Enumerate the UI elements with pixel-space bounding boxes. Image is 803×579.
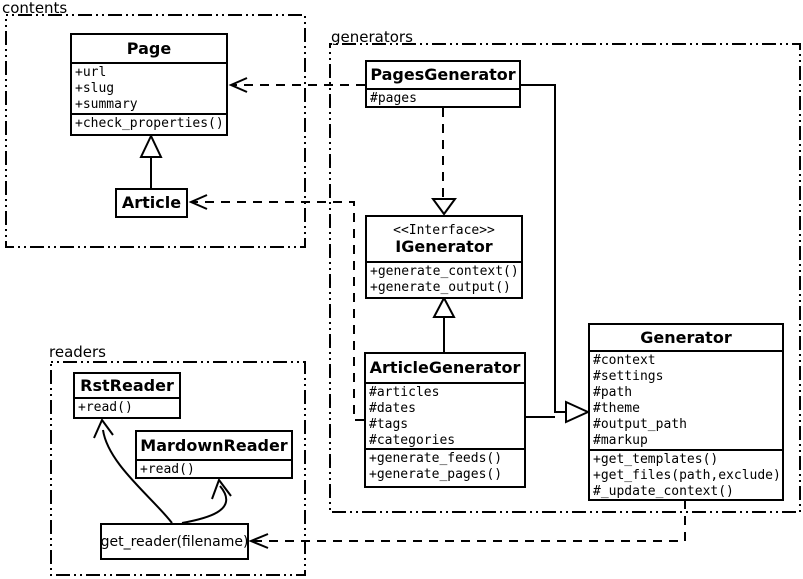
attribute: #settings [593, 369, 664, 384]
method: +read() [140, 462, 195, 477]
class-articlegenerator-attributes: #articles #dates #tags #categories [366, 382, 524, 448]
method: +generate_context() [370, 264, 519, 279]
method: +get_templates() [593, 452, 719, 467]
package-border-readers [50, 361, 306, 576]
class-mardownreader-methods: +read() [137, 459, 291, 477]
package-border-contents [5, 14, 306, 248]
edge-generators-extend-generator [521, 84, 591, 424]
method: +generate_output() [370, 280, 511, 295]
class-article: Article [115, 188, 188, 218]
attribute: #pages [370, 91, 417, 106]
edge-generator-uses-getreader [248, 500, 686, 549]
attribute: #context [593, 353, 656, 368]
class-generator: Generator #context #settings #path #them… [588, 323, 784, 501]
class-generator-attributes: #context #settings #path #theme #output_… [590, 350, 782, 449]
edge-articlegenerator-uses-article [188, 194, 364, 421]
attribute: #theme [593, 401, 640, 416]
attribute: #categories [369, 433, 456, 448]
class-articlegenerator-title: ArticleGenerator [369, 358, 521, 377]
class-mardownreader-title: MardownReader [140, 435, 288, 455]
edge-articlegenerator-implements-igenerator [432, 295, 456, 352]
attribute: +url [75, 65, 107, 80]
attribute: #articles [369, 385, 440, 400]
class-mardownreader: MardownReader +read() [135, 430, 293, 479]
class-articlegenerator-methods: +generate_feeds() +generate_pages() [366, 448, 524, 486]
method: +generate_pages() [369, 467, 503, 482]
class-rstreader-methods: +read() [75, 397, 179, 417]
package-border-generators [329, 43, 801, 513]
attribute: +summary [75, 97, 138, 112]
class-rstreader-title: RstReader [80, 375, 174, 395]
attribute: #dates [369, 401, 416, 416]
edge-getreader-to-mardownreader [181, 477, 232, 524]
open-arrowhead [211, 477, 232, 500]
class-page-methods: +check_properties() [72, 113, 226, 134]
attribute: +slug [75, 81, 115, 96]
class-pagesgenerator-attributes: #pages [367, 88, 519, 106]
open-arrowhead [93, 418, 114, 439]
class-igenerator: <<Interface>> IGenerator +generate_conte… [365, 215, 523, 299]
open-arrowhead [228, 77, 248, 93]
function-get-reader: get_reader(filename) [100, 523, 249, 560]
package-label-readers: readers [49, 343, 106, 361]
method: #_update_context() [593, 484, 734, 499]
class-generator-methods: +get_templates() +get_files(path,exclude… [590, 449, 782, 499]
class-igenerator-title: <<Interface>> IGenerator [367, 217, 521, 261]
class-article-title: Article [121, 193, 182, 212]
function-get-reader-label: get_reader(filename) [100, 533, 249, 550]
attribute: #path [593, 385, 633, 400]
method: +read() [78, 400, 133, 415]
class-articlegenerator: ArticleGenerator #articles #dates #tags … [364, 352, 526, 488]
interface-stereotype: <<Interface>> [393, 222, 495, 238]
method: +generate_feeds() [369, 451, 503, 466]
attribute: #tags [369, 417, 409, 432]
edge-getreader-to-rstreader [93, 418, 173, 524]
package-label-generators: generators [331, 28, 413, 46]
attribute: #markup [593, 433, 648, 448]
class-page-attributes: +url +slug +summary [72, 62, 226, 113]
edge-article-extends-page [139, 133, 163, 188]
package-label-contents: contents [2, 0, 68, 17]
method: +get_files(path,exclude) [593, 468, 781, 483]
class-pagesgenerator: PagesGenerator #pages [365, 60, 521, 108]
class-page: Page +url +slug +summary +check_properti… [70, 33, 228, 136]
open-arrowhead [188, 194, 208, 210]
edge-pagesgenerator-implements-igenerator [431, 108, 457, 216]
class-pagesgenerator-title: PagesGenerator [370, 65, 516, 84]
class-generator-title: Generator [640, 327, 732, 347]
class-rstreader: RstReader +read() [73, 372, 181, 419]
class-page-title: Page [126, 38, 172, 58]
class-igenerator-name: IGenerator [395, 236, 493, 256]
open-arrowhead [248, 533, 269, 549]
class-igenerator-methods: +generate_context() +generate_output() [367, 261, 521, 297]
attribute: #output_path [593, 417, 687, 432]
edge-pagesgenerator-uses-page [228, 77, 365, 93]
method: +check_properties() [75, 116, 224, 131]
